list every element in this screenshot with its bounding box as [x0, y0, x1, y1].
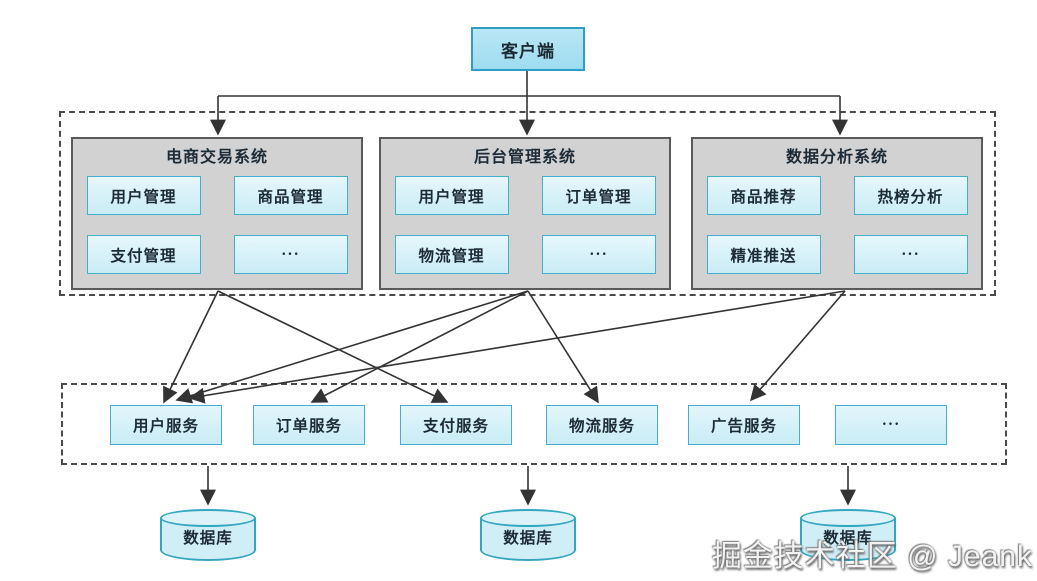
module-grid: 用户管理 订单管理 物流管理 ···: [381, 176, 669, 274]
database-label: 数据库: [503, 530, 553, 547]
system-title: 数据分析系统: [785, 149, 888, 166]
database-cylinder-top: [160, 509, 256, 527]
service-box-order: 订单服务: [253, 405, 365, 445]
module-box: 支付管理: [86, 235, 201, 274]
database-cylinder-top: [480, 509, 576, 527]
service-box-user: 用户服务: [110, 405, 222, 445]
module-box-ellipsis: ···: [541, 235, 656, 274]
database-cylinder-top: [800, 509, 896, 527]
service-box-ellipsis: ···: [835, 405, 947, 445]
database-cylinder: 数据库: [160, 509, 256, 561]
module-box: 物流管理: [394, 235, 509, 274]
database-cylinder: 数据库: [480, 509, 576, 561]
module-box-ellipsis: ···: [233, 235, 348, 274]
module-box: 热榜分析: [853, 176, 968, 215]
module-box: 商品管理: [233, 176, 348, 215]
module-grid: 用户管理 商品管理 支付管理 ···: [73, 176, 361, 274]
system-box-backend-management: 后台管理系统 用户管理 订单管理 物流管理 ···: [379, 137, 671, 290]
database-cylinder: 数据库: [800, 509, 896, 561]
services-container: [61, 383, 1007, 465]
module-box: 商品推荐: [706, 176, 821, 215]
system-title: 电商交易系统: [165, 149, 268, 166]
module-grid: 商品推荐 热榜分析 精准推送 ···: [693, 176, 981, 274]
watermark-text: 掘金技术社区 @ Jeank: [711, 540, 1033, 573]
database-label: 数据库: [823, 530, 873, 547]
module-box-ellipsis: ···: [853, 235, 968, 274]
client-box: 客户端: [471, 27, 585, 71]
service-box-logistics: 物流服务: [546, 405, 658, 445]
module-box: 精准推送: [706, 235, 821, 274]
system-box-data-analysis: 数据分析系统 商品推荐 热榜分析 精准推送 ···: [691, 137, 983, 290]
module-box: 用户管理: [86, 176, 201, 215]
database-label: 数据库: [183, 530, 233, 547]
system-box-ecommerce-trading: 电商交易系统 用户管理 商品管理 支付管理 ···: [71, 137, 363, 290]
service-box-ads: 广告服务: [688, 405, 800, 445]
module-box: 订单管理: [541, 176, 656, 215]
module-box: 用户管理: [394, 176, 509, 215]
system-title: 后台管理系统: [473, 149, 576, 166]
service-box-payment: 支付服务: [400, 405, 512, 445]
